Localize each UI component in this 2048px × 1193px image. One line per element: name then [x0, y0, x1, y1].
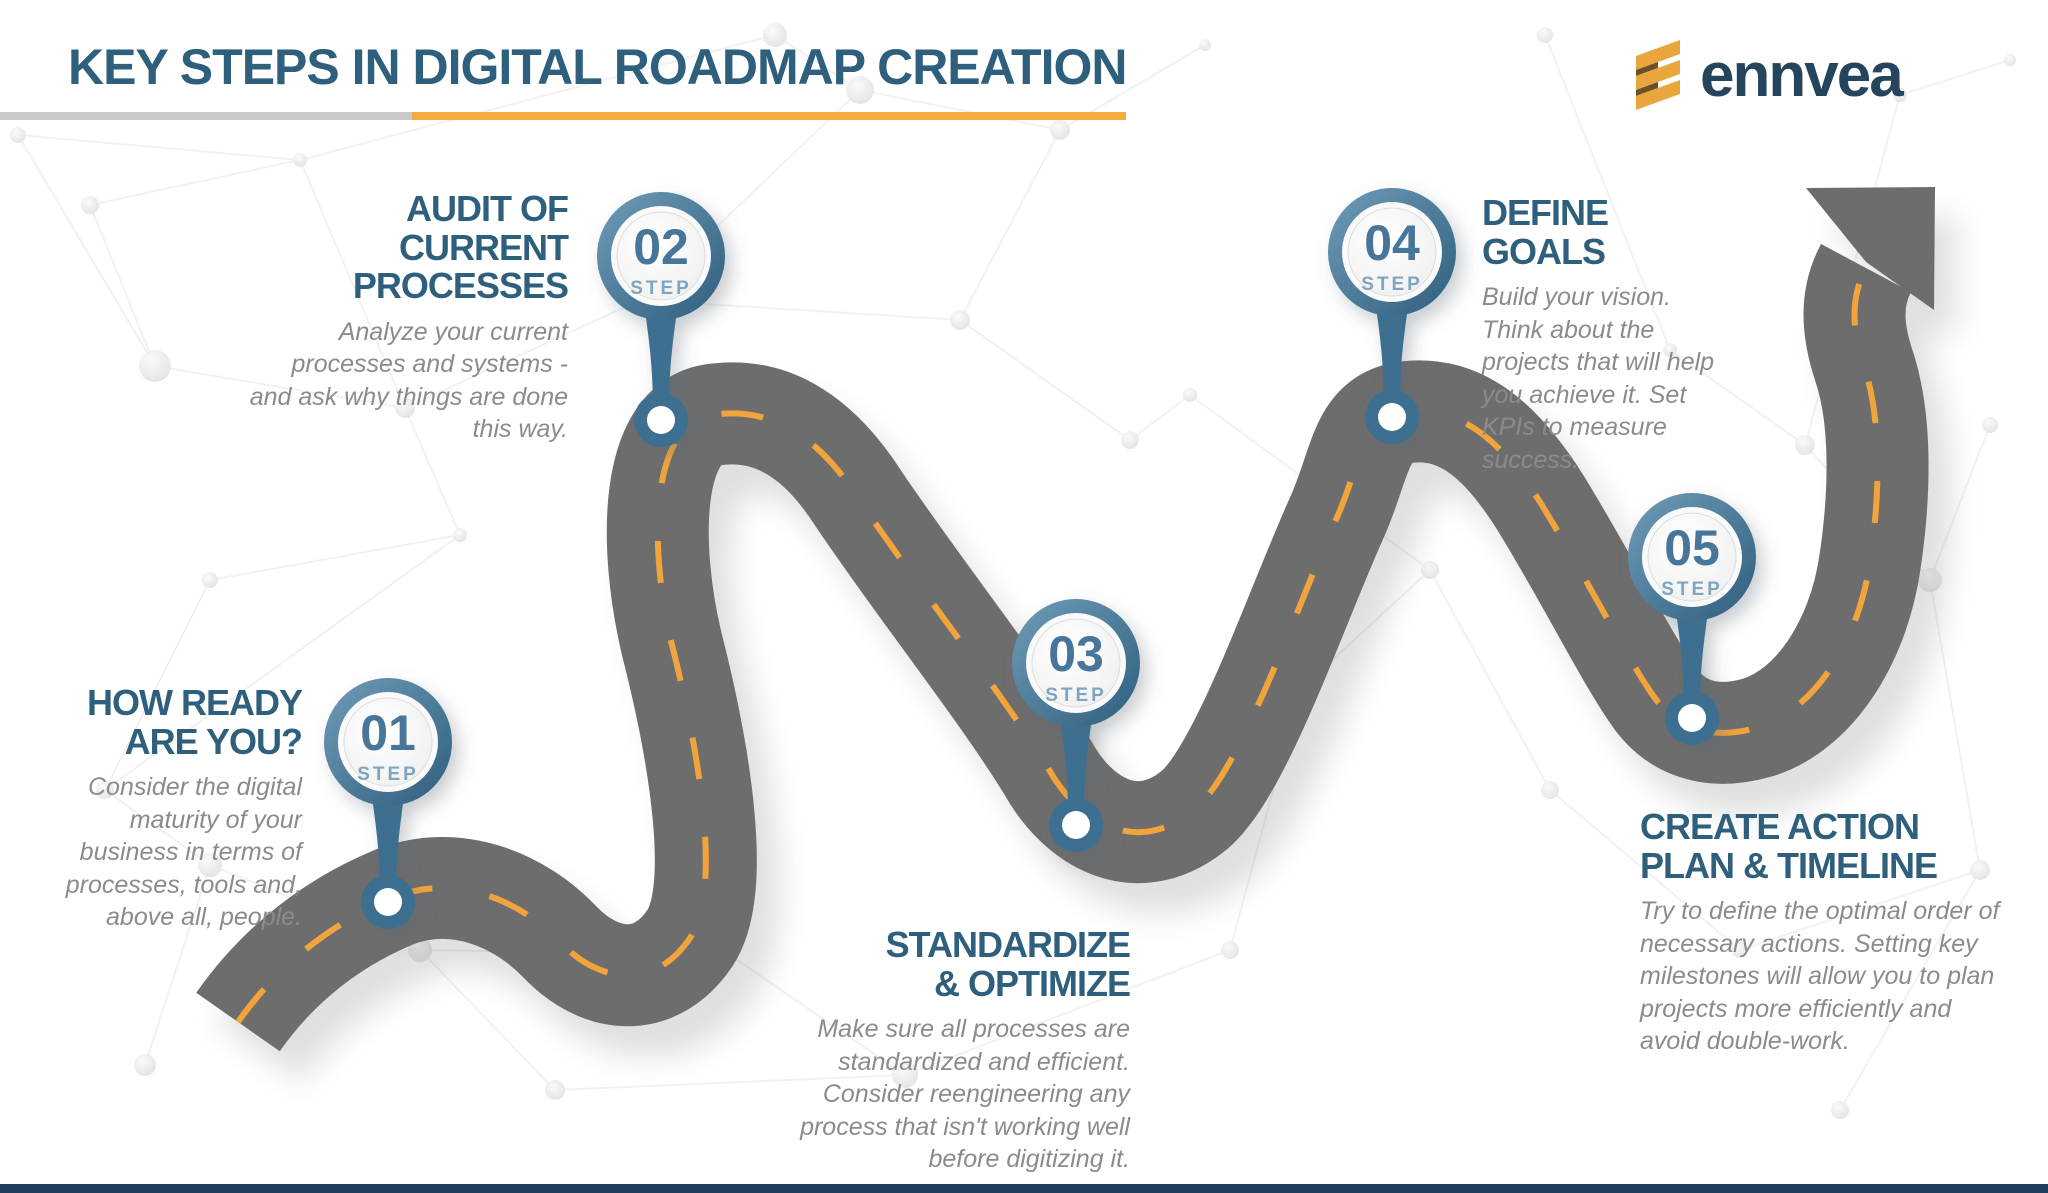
- logo-icon: [1636, 40, 1680, 110]
- step-3-text: STANDARDIZE& OPTIMIZE Make sure all proc…: [800, 924, 1131, 1176]
- road-arrow: [1806, 187, 1935, 310]
- step-01-marker: 01 STEP: [324, 678, 452, 929]
- step-2-description: Analyze your current processes and syste…: [249, 317, 568, 444]
- step-4-text: DEFINE GOALS Build your vision. Think ab…: [1482, 192, 1734, 476]
- step-05-marker: 05 STEP: [1628, 493, 1756, 745]
- step-4-heading: DEFINE GOALS: [1482, 192, 1609, 272]
- step-02-marker: 02 STEP: [597, 192, 725, 447]
- logo: ennvea: [1630, 36, 1904, 116]
- title-underline-orange: [412, 112, 1126, 120]
- step-5-description: Try to define the optimal order of neces…: [1640, 897, 2000, 1056]
- step-3-heading: STANDARDIZE& OPTIMIZE: [885, 924, 1131, 1004]
- step-04-marker: 04 STEP: [1328, 188, 1456, 444]
- svg-text:STEP: STEP: [1045, 685, 1107, 706]
- road-dash-line: [235, 266, 1881, 1024]
- svg-text:03: 03: [1048, 626, 1104, 682]
- svg-text:STEP: STEP: [630, 278, 692, 299]
- svg-text:STEP: STEP: [357, 764, 419, 785]
- page-title: KEY STEPS IN DIGITAL ROADMAP CREATION: [68, 39, 1127, 95]
- footer-bar: [0, 1184, 2048, 1193]
- svg-text:STEP: STEP: [1661, 579, 1723, 600]
- svg-text:STEP: STEP: [1361, 274, 1423, 295]
- logo-text: ennvea: [1700, 41, 1904, 110]
- svg-text:04: 04: [1364, 215, 1420, 271]
- title-underline-gray: [0, 112, 412, 120]
- step-03-marker: 03 STEP: [1012, 599, 1140, 852]
- step-1-description: Consider the digital maturity of your bu…: [65, 773, 302, 932]
- svg-text:02: 02: [633, 219, 689, 275]
- step-4-description: Build your vision. Think about the proje…: [1482, 283, 1715, 474]
- svg-text:05: 05: [1664, 520, 1720, 576]
- step-3-description: Make sure all processes are standardized…: [800, 1015, 1130, 1174]
- svg-text:01: 01: [360, 705, 416, 761]
